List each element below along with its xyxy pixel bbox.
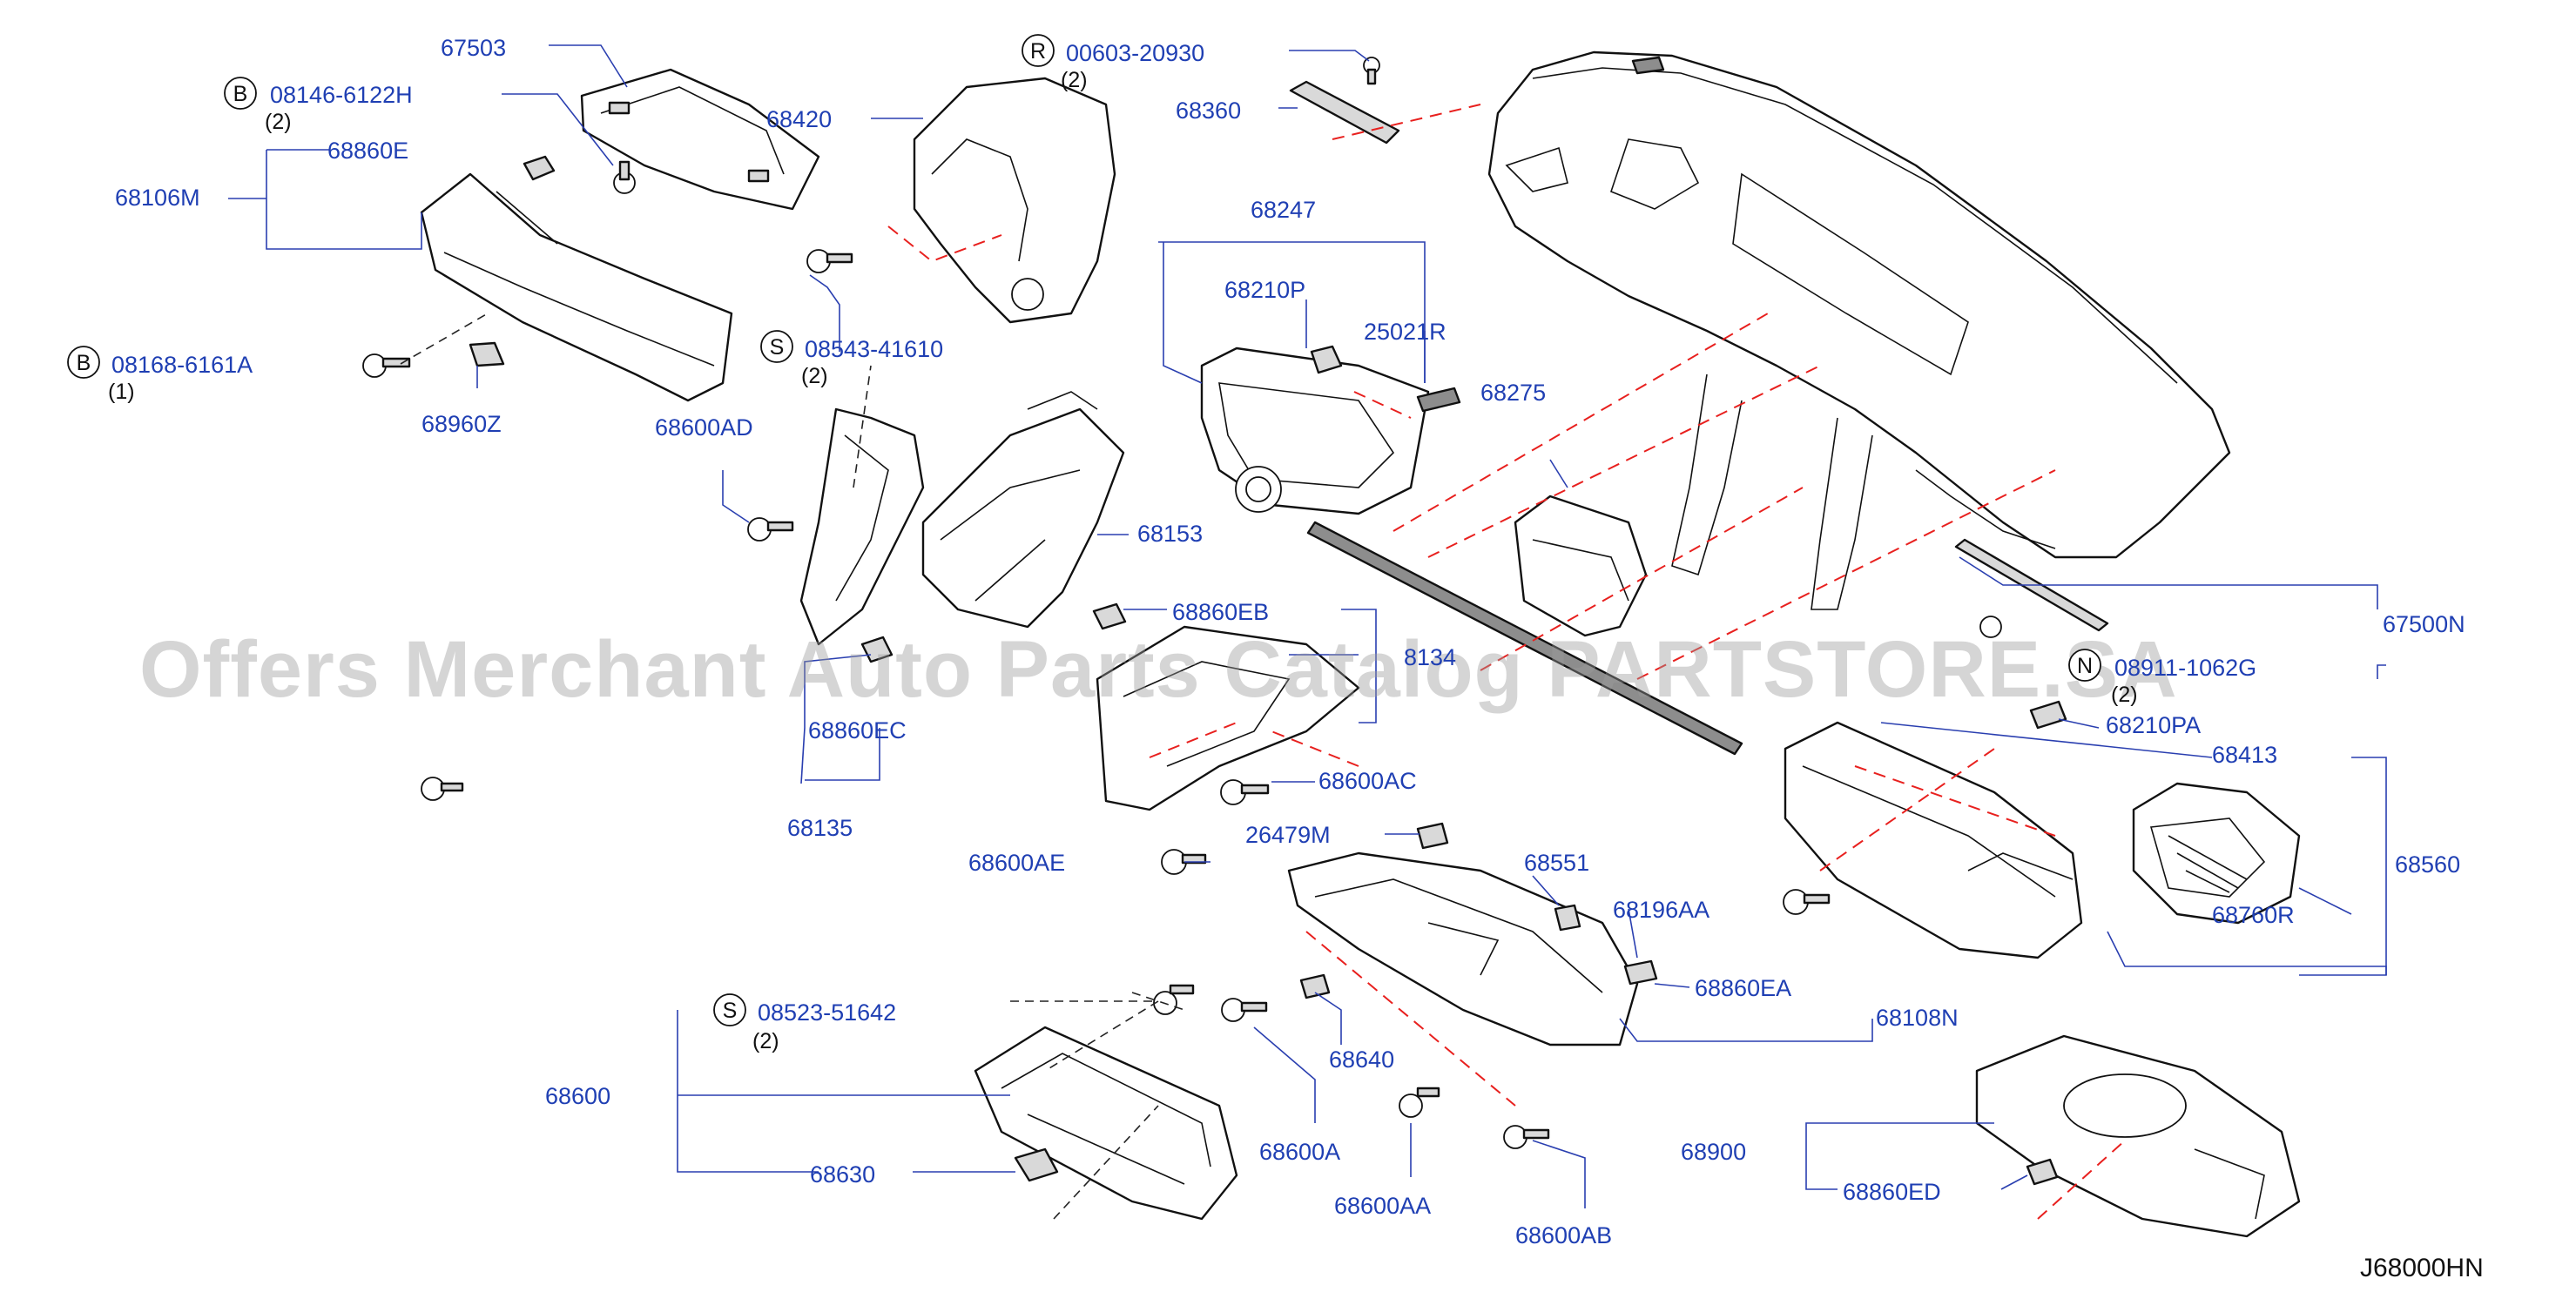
part-68106M-lower-cover <box>420 172 733 402</box>
prefix-circle-icon <box>67 346 100 379</box>
part-68960Z-block <box>469 341 505 367</box>
part-68210PA-clip <box>2029 700 2067 730</box>
label-68640[interactable]: 68640 <box>1329 1046 1394 1073</box>
label-68860E[interactable]: 68860E <box>327 138 408 164</box>
prefix-circle-icon <box>224 77 257 110</box>
fastener-n1-number[interactable]: 08911-1062G <box>2114 655 2256 681</box>
fastener-s2-prefix: S <box>723 999 738 1023</box>
prefix-circle-icon <box>2068 649 2101 682</box>
part-68196AA-clip <box>1623 959 1658 986</box>
diagram-code: J68000HN <box>2360 1254 2484 1282</box>
label-68153[interactable]: 68153 <box>1137 521 1203 547</box>
part-68551-clip <box>1554 904 1581 932</box>
fastener-callouts: B 08146-6122H (2) B 08168-6161A (1) R 00… <box>67 34 2256 1053</box>
label-68600AE[interactable]: 68600AE <box>968 850 1065 876</box>
label-68960Z[interactable]: 68960Z <box>421 411 502 437</box>
label-68860EB[interactable]: 68860EB <box>1172 599 1269 625</box>
label-68630[interactable]: 68630 <box>810 1161 875 1188</box>
label-68275[interactable]: 68275 <box>1480 380 1546 406</box>
label-67500N[interactable]: 67500N <box>2383 611 2465 637</box>
part-68600-glove-box <box>974 1026 1238 1221</box>
label-68247[interactable]: 68247 <box>1251 197 1316 223</box>
part-68360-strip <box>1289 80 1400 145</box>
label-68560[interactable]: 68560 <box>2395 851 2460 878</box>
fastener-s1-qty: (2) <box>801 364 828 388</box>
fastener-b2-prefix: B <box>77 351 91 375</box>
part-68560-vent-outlet <box>2132 782 2301 925</box>
label-68551[interactable]: 68551 <box>1524 850 1589 876</box>
fastener-n1-qty: (2) <box>2111 683 2138 707</box>
part-68153-bracket-frame <box>921 391 1125 629</box>
part-long-strip <box>1306 521 1743 756</box>
label-68900[interactable]: 68900 <box>1681 1139 1746 1165</box>
label-68210PA[interactable]: 68210PA <box>2106 712 2201 738</box>
part-8134-side-trim <box>1096 625 1360 811</box>
label-68760R[interactable]: 68760R <box>2212 902 2295 928</box>
fastener-b2-number[interactable]: 08168-6161A <box>111 352 253 378</box>
part-68860EB-clip <box>1092 602 1127 630</box>
part-68275-panel <box>1514 495 1648 637</box>
fastener-b1-number[interactable]: 08146-6122H <box>270 82 413 108</box>
part-25021R-switch <box>1416 387 1461 413</box>
label-68600[interactable]: 68600 <box>545 1083 610 1109</box>
prefix-circle-icon <box>1022 34 1055 67</box>
part-68420-meter-hood <box>913 77 1116 324</box>
label-68210P[interactable]: 68210P <box>1224 277 1305 303</box>
label-25021R[interactable]: 25021R <box>1364 319 1446 345</box>
label-68600AA[interactable]: 68600AA <box>1334 1193 1431 1219</box>
label-68600AB[interactable]: 68600AB <box>1515 1222 1612 1248</box>
label-68413[interactable]: 68413 <box>2212 742 2277 768</box>
fastener-s2-qty: (2) <box>752 1029 779 1053</box>
label-68860ED[interactable]: 68860ED <box>1843 1179 1941 1205</box>
fastener-s1-number[interactable]: 08543-41610 <box>805 336 943 362</box>
fastener-r1-qty: (2) <box>1061 68 1088 92</box>
label-68106M[interactable]: 68106M <box>115 185 200 211</box>
part-68413-housing <box>1784 721 2083 959</box>
part-68860E-clip <box>523 155 556 181</box>
label-68135[interactable]: 68135 <box>787 815 853 841</box>
part-68860EC-clip <box>860 636 894 663</box>
label-68600AC[interactable]: 68600AC <box>1318 768 1417 794</box>
label-68108N[interactable]: 68108N <box>1876 1005 1959 1031</box>
fastener-b1-prefix: B <box>233 82 248 106</box>
label-68860EA[interactable]: 68860EA <box>1695 975 1791 1001</box>
part-68108N-lower-cover <box>1287 851 1639 1046</box>
prefix-circle-icon <box>760 330 793 363</box>
label-26479M[interactable]: 26479M <box>1245 822 1331 848</box>
fastener-n1-prefix: N <box>2077 654 2093 678</box>
part-26479M-lamp <box>1416 822 1449 850</box>
fastener-s1-prefix: S <box>770 335 785 360</box>
screw-icons <box>362 57 2002 1149</box>
label-68600AD[interactable]: 68600AD <box>655 414 753 441</box>
prefix-circle-icon <box>713 993 746 1026</box>
part-68640-bumper <box>1299 973 1331 999</box>
label-68600A[interactable]: 68600A <box>1259 1139 1340 1165</box>
fastener-b2-qty: (1) <box>108 380 135 404</box>
fastener-r1-number[interactable]: 00603-20930 <box>1066 40 1204 66</box>
fastener-b1-qty: (2) <box>265 110 292 134</box>
label-68360[interactable]: 68360 <box>1176 98 1241 124</box>
instrument-panel-shell <box>1487 50 2231 610</box>
label-68860EC[interactable]: 68860EC <box>808 717 907 744</box>
part-67503-bracket <box>580 68 820 211</box>
part-68135-side-bracket <box>799 407 925 646</box>
part-68210P-clip <box>1310 345 1343 374</box>
leader-lines <box>228 44 2387 1208</box>
part-68900-cup-holder <box>1975 1034 2301 1238</box>
fastener-r1-prefix: R <box>1030 39 1046 64</box>
part-68630-latch <box>1014 1147 1059 1182</box>
connection-lines <box>400 104 2126 1220</box>
part-68860ED-clip <box>2026 1158 2059 1186</box>
label-68196AA[interactable]: 68196AA <box>1613 897 1709 923</box>
label-67503[interactable]: 67503 <box>441 35 506 61</box>
part-labels: 67503 68420 68360 68106M 68860E 68960Z 6… <box>115 35 2465 1248</box>
fastener-s2-number[interactable]: 08523-51642 <box>758 999 896 1026</box>
label-8134[interactable]: 8134 <box>1404 644 1456 670</box>
watermark-text: Offers Merchant Auto Parts Catalog PARTS… <box>139 625 2178 714</box>
label-68420[interactable]: 68420 <box>766 106 832 132</box>
part-68247-cluster-lid <box>1200 347 1430 515</box>
